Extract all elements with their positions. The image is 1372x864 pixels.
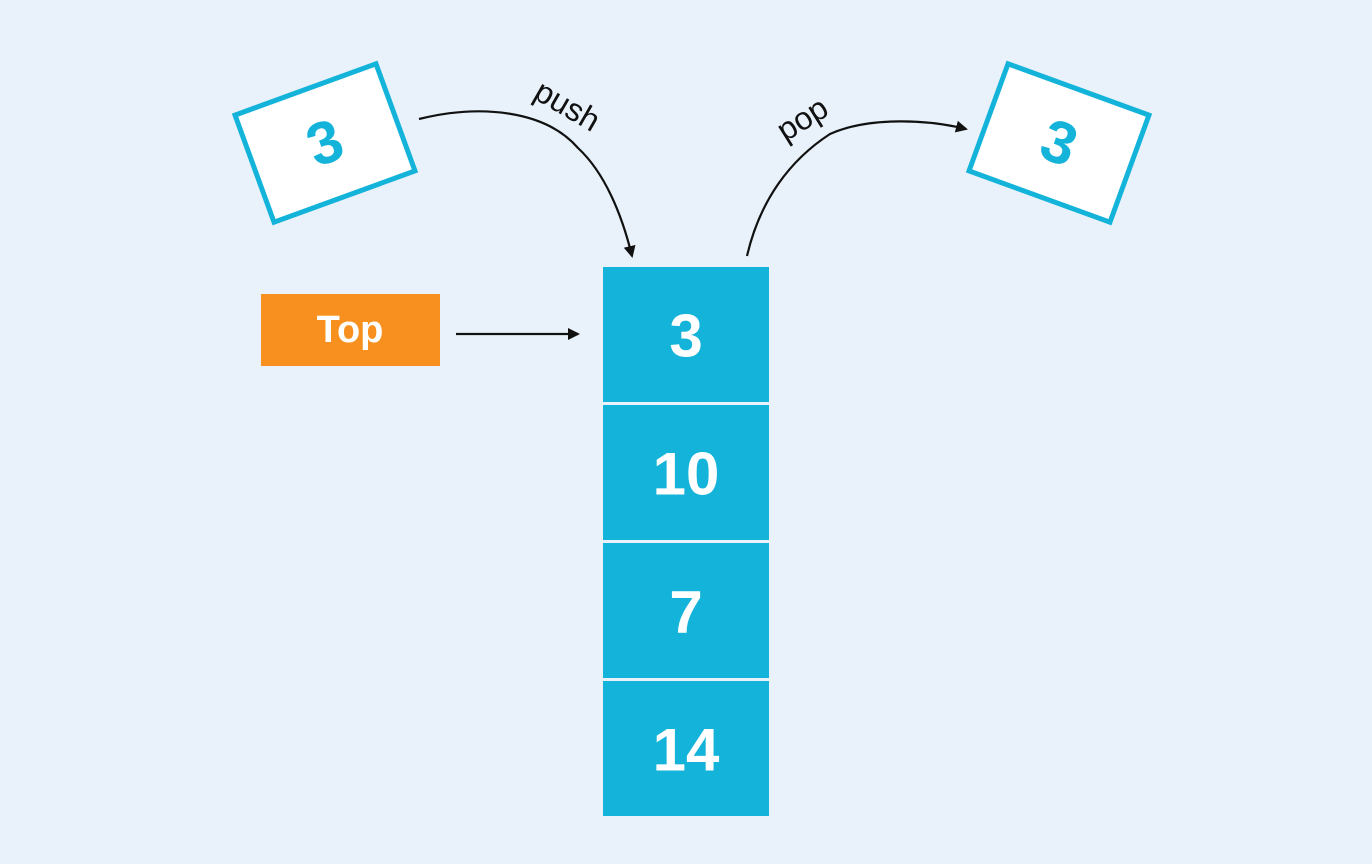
stack-cell-value: 7 — [669, 579, 702, 646]
stack-cell — [603, 543, 769, 678]
pop-arrow — [745, 120, 968, 257]
stack-cell — [603, 267, 769, 402]
push-arrow — [418, 110, 636, 258]
push-element-box: 3 — [231, 60, 419, 226]
stack-cell-value: 14 — [653, 717, 720, 784]
pop-element-box: 3 — [965, 60, 1153, 226]
stack-cell — [603, 681, 769, 816]
stack-cell-value: 3 — [669, 303, 702, 370]
stack-cell-value: 10 — [653, 441, 720, 508]
top-pointer-label: Top — [317, 309, 384, 351]
pop-label: pop — [770, 89, 834, 148]
push-label: push — [528, 73, 606, 139]
stack-cell — [603, 405, 769, 540]
stack: 3 10 7 14 — [603, 267, 769, 816]
top-pointer-box — [261, 294, 440, 366]
